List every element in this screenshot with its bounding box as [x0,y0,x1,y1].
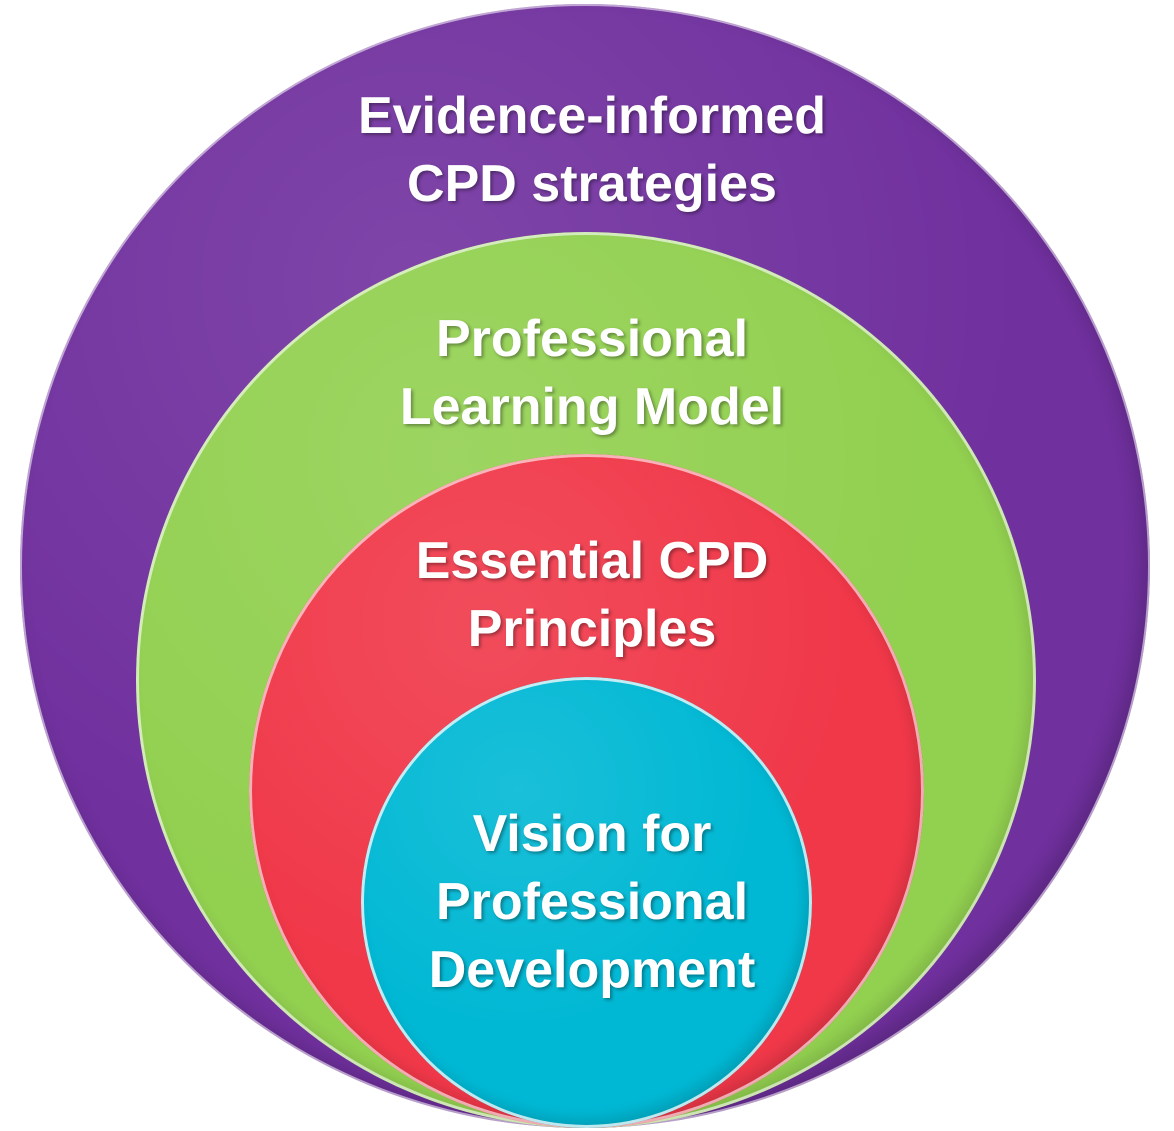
inner-ring [361,677,812,1128]
second-ring-label: Professional Learning Model [399,310,785,436]
third-ring-label: Essential CPD Principles [415,532,769,658]
inner-ring-label: Vision for Professional Development [428,805,756,999]
outer-ring-label: Evidence-informed CPD strategies [357,87,827,213]
